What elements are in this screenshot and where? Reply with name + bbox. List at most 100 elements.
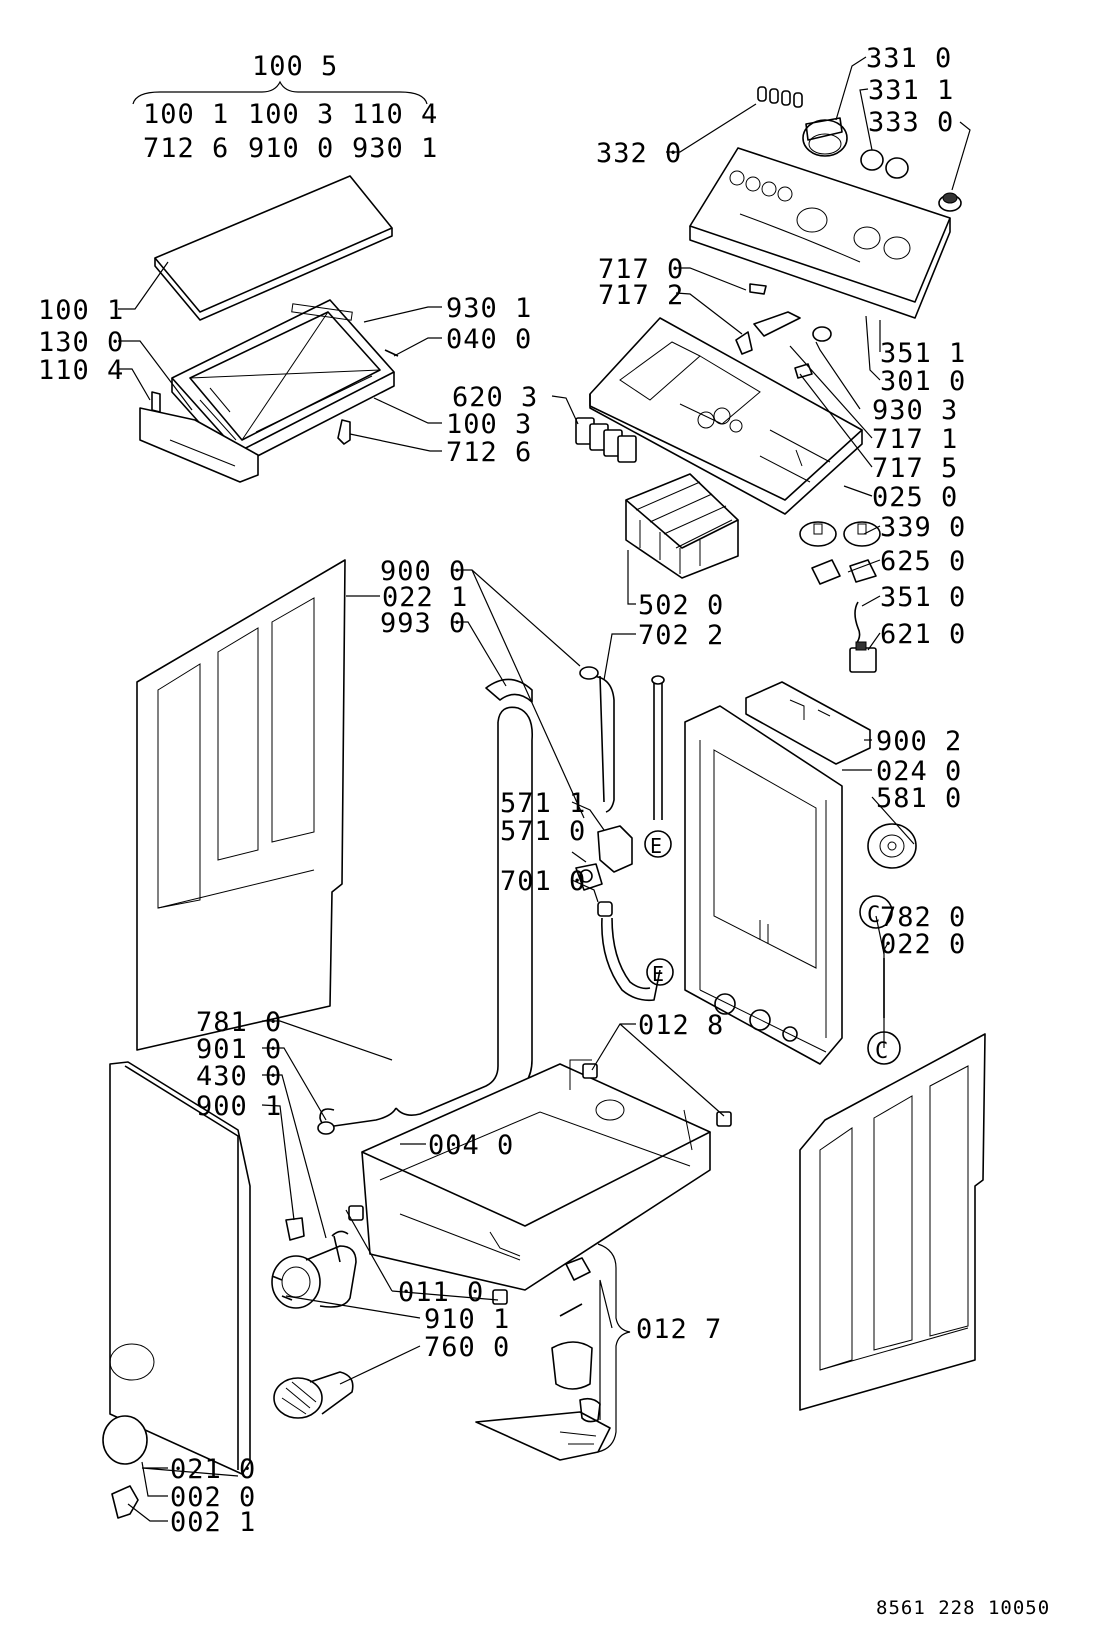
connector-circle-e2	[646, 958, 674, 986]
label-910-1: 910 1	[424, 1304, 510, 1335]
group-row2-item-1: 712 6	[143, 133, 229, 164]
label-621-0: 621 0	[880, 619, 966, 650]
switch-part	[849, 641, 877, 673]
label-011-0: 011 0	[398, 1277, 484, 1308]
label-993-0: 993 0	[380, 608, 466, 639]
seal-part	[285, 1217, 305, 1241]
connector-letter-e2: E	[652, 962, 665, 986]
label-332-0: 332 0	[596, 138, 682, 169]
pump-part	[271, 1230, 357, 1309]
door-clip-part	[111, 1485, 139, 1519]
base-frame-part	[361, 1059, 711, 1291]
group-row1-item-2: 100 3	[248, 99, 334, 130]
drain-hose-u-part	[395, 722, 533, 1131]
hinge-clips-part	[811, 559, 877, 585]
thermostat-rod-part	[653, 682, 663, 820]
label-712-6: 712 6	[446, 437, 532, 468]
screws-part	[271, 1275, 293, 1301]
label-331-0: 331 0	[866, 43, 952, 74]
label-022-1: 022 1	[382, 582, 468, 613]
connector-letter-c2: C	[875, 1039, 889, 1064]
label-760-0: 760 0	[424, 1332, 510, 1363]
label-717-1: 717 1	[872, 424, 958, 455]
label-717-0: 717 0	[598, 254, 684, 285]
top-frame-part	[171, 299, 395, 467]
label-351-0: 351 0	[880, 582, 966, 613]
label-333-0: 333 0	[868, 107, 954, 138]
label-900-2: 900 2	[876, 726, 962, 757]
label-930-1: 930 1	[446, 293, 532, 324]
rod-cap-part	[651, 675, 665, 685]
label-620-3: 620 3	[452, 382, 538, 413]
label-717-2: 717 2	[598, 280, 684, 311]
part-labels: 331 0 331 1 333 0 332 0 717 0 717 2 351 …	[38, 43, 966, 1538]
electronic-board-part	[625, 473, 739, 579]
hose-elbow-part	[485, 678, 533, 703]
water-valve-part	[575, 825, 633, 891]
label-702-2: 702 2	[638, 620, 724, 651]
push-buttons-part	[757, 86, 803, 108]
label-571-1: 571 1	[500, 788, 586, 819]
document-number: 8561 228 10050	[876, 1597, 1050, 1619]
label-002-1: 002 1	[170, 1507, 256, 1538]
label-025-0: 025 0	[872, 482, 958, 513]
group-row1-item-3: 110 4	[352, 99, 438, 130]
hose-top-part	[497, 706, 534, 741]
label-581-0: 581 0	[876, 783, 962, 814]
label-901-0: 901 0	[196, 1034, 282, 1065]
main-knob-part	[802, 117, 848, 157]
indicator-knob-part	[938, 192, 962, 212]
group-title: 100 5	[252, 51, 338, 82]
label-130-0: 130 0	[38, 327, 124, 358]
caster-kit-part	[475, 1257, 611, 1461]
caster-group-bracket	[597, 1243, 631, 1453]
label-022-0: 022 0	[880, 929, 966, 960]
front-panel-part	[109, 1061, 251, 1475]
left-side-panel-part	[136, 559, 346, 1051]
label-012-8: 012 8	[638, 1010, 724, 1041]
label-900-0: 900 0	[380, 556, 466, 587]
rear-panel-part	[684, 705, 843, 1065]
right-side-panel-part	[799, 1033, 986, 1411]
label-502-0: 502 0	[638, 590, 724, 621]
connector-circle-c1	[859, 895, 893, 929]
label-012-7: 012 7	[636, 1314, 722, 1345]
label-339-0: 339 0	[880, 512, 966, 543]
small-knob-part	[860, 149, 909, 179]
cap-part	[579, 666, 599, 680]
group-row2-item-2: 910 0	[248, 133, 334, 164]
label-004-0: 004 0	[428, 1130, 514, 1161]
group-row2-item-3: 930 1	[352, 133, 438, 164]
label-430-0: 430 0	[196, 1061, 282, 1092]
front-trim-part	[139, 391, 259, 483]
filter-cups-part	[575, 417, 637, 463]
label-930-3: 930 3	[872, 395, 958, 426]
label-351-1: 351 1	[880, 338, 966, 369]
label-024-0: 024 0	[876, 756, 962, 787]
label-040-0: 040 0	[446, 324, 532, 355]
label-782-0: 782 0	[880, 902, 966, 933]
dispenser-housing-part	[589, 317, 863, 515]
hinge-pin-part	[337, 419, 351, 445]
strip-part	[291, 303, 353, 321]
plug-part	[317, 1121, 335, 1135]
connector-circle-e1	[644, 830, 672, 858]
label-781-0: 781 0	[196, 1007, 282, 1038]
pulley-part	[867, 823, 917, 869]
label-900-1: 900 1	[196, 1091, 282, 1122]
label-021-0: 021 0	[170, 1454, 256, 1485]
leader-lines	[118, 56, 971, 1522]
label-717-5: 717 5	[872, 453, 958, 484]
inlet-hose-part	[597, 901, 661, 1002]
wire-part	[854, 601, 861, 645]
label-301-0: 301 0	[880, 366, 966, 397]
label-100-3: 100 3	[446, 409, 532, 440]
label-331-1: 331 1	[868, 75, 954, 106]
filter-door-part	[102, 1415, 148, 1465]
filter-part	[273, 1371, 354, 1419]
label-571-0: 571 0	[500, 816, 586, 847]
control-panel-part	[689, 147, 951, 319]
kit-group-header: 100 5 100 1 100 3 110 4 712 6 910 0 930 …	[132, 51, 438, 164]
label-100-1: 100 1	[38, 295, 124, 326]
